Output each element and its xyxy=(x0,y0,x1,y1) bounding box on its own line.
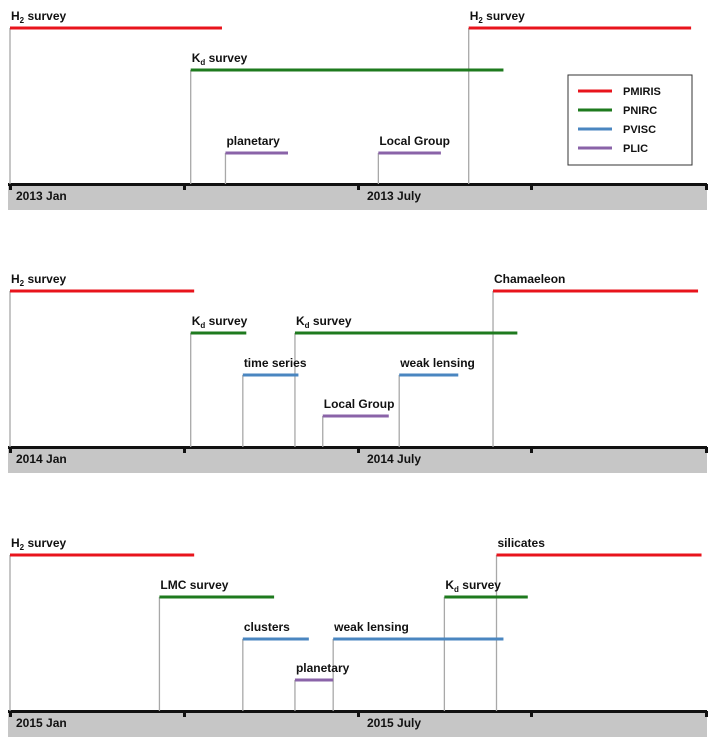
legend-swatch xyxy=(578,89,612,93)
segment-bar xyxy=(242,373,299,377)
segment-bar xyxy=(10,26,222,30)
segment-bar xyxy=(378,151,441,155)
segment-bar xyxy=(333,637,504,641)
observation-segment: clusters xyxy=(242,620,309,711)
axis-tick xyxy=(705,447,708,453)
observation-segment: weak lensing xyxy=(332,620,504,711)
observation-segment: H2 survey xyxy=(9,272,195,447)
axis-tick xyxy=(357,711,360,717)
instrument-legend: PMIRIS PNIRC PVISC PLIC xyxy=(567,74,693,166)
axis-start-label: 2013 Jan xyxy=(16,189,67,203)
axis-tick xyxy=(183,447,186,453)
axis-tick xyxy=(9,447,12,453)
segment-bar xyxy=(322,414,389,418)
segment-label: clusters xyxy=(244,620,290,634)
legend-swatch xyxy=(578,108,612,112)
timeline-panel: 2013 Jan 2013 July H2 survey H2 survey Kd su… xyxy=(8,9,708,210)
legend-entry: PNIRC xyxy=(578,105,657,117)
legend-entry: PMIRIS xyxy=(578,86,661,98)
axis-start-label: 2014 Jan xyxy=(16,452,67,466)
segment-label: planetary xyxy=(296,661,350,675)
observation-segment: Local Group xyxy=(377,134,450,184)
segment-bar xyxy=(294,331,518,335)
observation-segment: Kd survey xyxy=(294,314,518,447)
observation-segment: time series xyxy=(242,356,307,447)
segment-label: H2 survey xyxy=(11,9,66,25)
legend-label: PVISC xyxy=(623,124,656,136)
legend-label: PMIRIS xyxy=(623,86,661,98)
segment-bar xyxy=(399,373,459,377)
segment-label: Kd survey xyxy=(296,314,352,330)
segment-bar xyxy=(10,553,195,557)
axis-tick xyxy=(530,184,533,190)
legend-entry: PLIC xyxy=(578,143,648,155)
legend-label: PLIC xyxy=(623,143,648,155)
axis-tick xyxy=(183,711,186,717)
segment-bar xyxy=(190,68,504,72)
segment-label: Kd survey xyxy=(192,314,248,330)
segment-bar xyxy=(294,678,334,682)
observation-segment: Kd survey xyxy=(443,578,528,711)
segment-label: silicates xyxy=(498,536,546,550)
observation-segment: LMC survey xyxy=(158,578,275,711)
axis-tick xyxy=(9,184,12,190)
observation-segment: weak lensing xyxy=(398,356,475,447)
segment-label: weak lensing xyxy=(333,620,409,634)
observation-segment: planetary xyxy=(224,134,288,184)
observation-segment: H2 survey xyxy=(9,9,222,184)
segment-label: Local Group xyxy=(324,397,395,411)
segment-label: Local Group xyxy=(379,134,450,148)
observation-segment: planetary xyxy=(294,661,350,711)
axis-mid-label: 2014 July xyxy=(367,452,421,466)
segment-bar xyxy=(225,151,288,155)
axis-tick xyxy=(705,711,708,717)
segment-label: Chamaeleon xyxy=(494,272,565,286)
axis-tick xyxy=(530,711,533,717)
axis-tick xyxy=(183,184,186,190)
segment-label: Kd survey xyxy=(192,51,248,67)
axis-tick xyxy=(9,711,12,717)
observation-segment: Chamaeleon xyxy=(492,272,699,447)
observation-segment: H2 survey xyxy=(468,9,692,184)
legend-label: PNIRC xyxy=(623,105,657,117)
segment-bar xyxy=(159,595,275,599)
segment-bar xyxy=(496,553,702,557)
observation-segment: Kd survey xyxy=(190,314,248,447)
segment-label: time series xyxy=(244,356,307,370)
segment-bar xyxy=(10,289,195,293)
observation-segment: H2 survey xyxy=(9,536,195,711)
observation-segment: Local Group xyxy=(322,397,395,447)
timeline-panel: 2014 Jan 2014 July H2 survey Chamaeleon Kd s… xyxy=(8,272,708,473)
observation-segment: silicates xyxy=(495,536,702,711)
axis-mid-label: 2015 July xyxy=(367,716,421,730)
axis-mid-label: 2013 July xyxy=(367,189,421,203)
axis-tick xyxy=(357,447,360,453)
axis-tick xyxy=(357,184,360,190)
segment-label: weak lensing xyxy=(399,356,475,370)
axis-start-label: 2015 Jan xyxy=(16,716,67,730)
axis-tick xyxy=(705,184,708,190)
segment-label: planetary xyxy=(226,134,280,148)
legend-entry: PVISC xyxy=(578,124,656,136)
segment-bar xyxy=(468,26,692,30)
segment-bar xyxy=(444,595,528,599)
legend-swatch xyxy=(578,146,612,150)
segment-bar xyxy=(242,637,309,641)
segment-bar xyxy=(190,331,247,335)
axis-tick xyxy=(530,447,533,453)
segment-label: H2 survey xyxy=(11,272,66,288)
observation-segment: Kd survey xyxy=(190,51,504,184)
segment-label: LMC survey xyxy=(160,578,228,592)
segment-label: H2 survey xyxy=(470,9,525,25)
segment-label: Kd survey xyxy=(445,578,501,594)
segment-label: H2 survey xyxy=(11,536,66,552)
legend-swatch xyxy=(578,127,612,131)
segment-bar xyxy=(493,289,699,293)
